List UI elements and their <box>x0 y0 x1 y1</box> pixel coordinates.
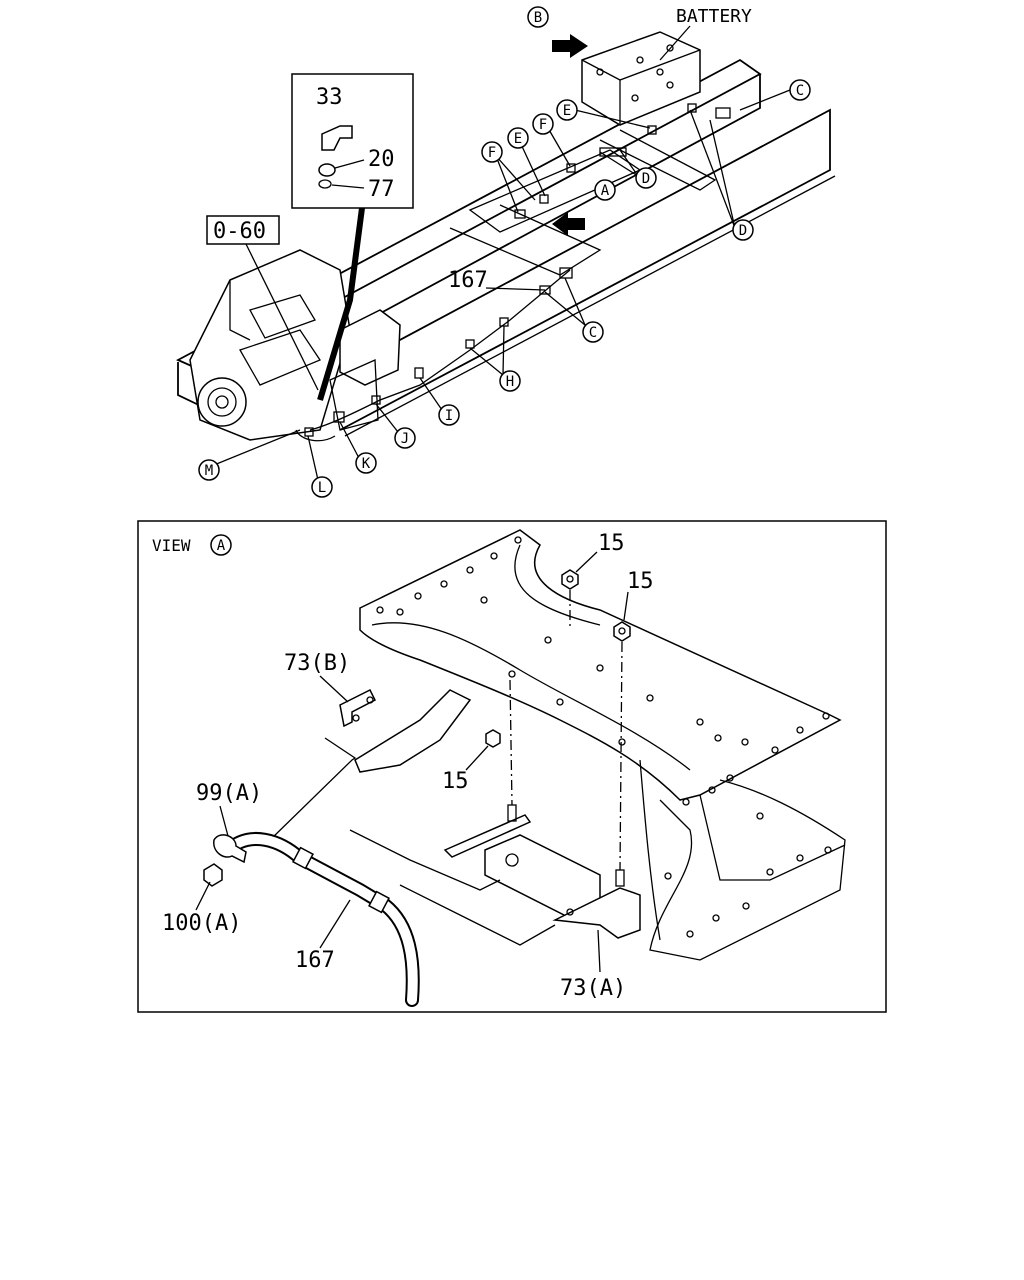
chassis-overview <box>175 31 836 481</box>
ref-box-label: 0-60 <box>213 219 266 244</box>
svg-text:M: M <box>205 463 213 479</box>
stud-icon <box>321 125 353 151</box>
view-label: VIEW <box>152 536 191 555</box>
part-167-view-label: 167 <box>295 948 335 973</box>
svg-text:C: C <box>796 83 804 99</box>
battery-label: BATTERY <box>676 6 752 27</box>
callout-i: I <box>438 404 460 426</box>
part-167-label: 167 <box>448 268 488 293</box>
svg-text:H: H <box>506 374 514 390</box>
leader-lines <box>213 89 791 481</box>
callout-j: J <box>394 427 416 449</box>
transmission-assembly <box>189 249 401 441</box>
svg-text:L: L <box>318 480 326 496</box>
washer-icon <box>318 179 332 189</box>
svg-text:E: E <box>563 103 571 119</box>
svg-text:J: J <box>401 431 409 447</box>
part-33-label: 33 <box>316 85 343 110</box>
callout-h: H <box>499 370 521 392</box>
callout-e-top: E <box>556 99 578 121</box>
part-77-label: 77 <box>368 177 395 202</box>
nut-15-c <box>485 729 501 748</box>
part-15-label-c: 15 <box>442 769 469 794</box>
callout-d-mid: D <box>635 167 657 189</box>
battery-box <box>581 31 701 126</box>
view-ref-letter: A <box>217 538 226 554</box>
part-73a-label: 73(A) <box>560 976 626 1001</box>
svg-text:F: F <box>488 145 496 161</box>
callout-c-bottom: C <box>582 321 604 343</box>
svg-text:C: C <box>589 325 597 341</box>
bracket-73a <box>443 804 641 939</box>
svg-text:E: E <box>514 131 522 147</box>
hose-167-route <box>309 269 571 431</box>
part-99a-label: 99(A) <box>196 781 262 806</box>
callout-c-top: C <box>789 79 811 101</box>
plug-100a <box>203 863 223 887</box>
cross-member <box>359 529 846 961</box>
svg-text:F: F <box>539 117 547 133</box>
arrow-icon <box>552 212 585 236</box>
svg-text:D: D <box>642 171 650 187</box>
nut-15-a <box>561 569 579 590</box>
svg-text:D: D <box>739 223 747 239</box>
fastener-inset: 33 20 77 <box>291 73 414 209</box>
svg-text:K: K <box>362 456 371 472</box>
nut-15-b <box>613 621 631 642</box>
hose-167 <box>221 832 420 1007</box>
callout-e: E <box>507 127 529 149</box>
callout-a: A <box>594 179 616 201</box>
callout-d-right: D <box>732 219 754 241</box>
part-20-label: 20 <box>368 147 395 172</box>
view-ref-callout <box>210 534 232 556</box>
fitting-99a <box>213 834 247 864</box>
svg-text:I: I <box>445 408 453 424</box>
callout-k: K <box>355 452 377 474</box>
part-15-label-a: 15 <box>598 531 625 556</box>
callout-l: L <box>311 476 333 498</box>
callout-b: B <box>527 6 549 28</box>
ref-box-0-60: 0-60 <box>206 215 280 245</box>
nut-icon <box>318 163 336 177</box>
bracket-73b <box>339 688 472 773</box>
callout-m: M <box>198 459 220 481</box>
callout-f: F <box>481 141 503 163</box>
svg-text:B: B <box>534 10 542 26</box>
callout-f-top: F <box>532 113 554 135</box>
arrow-icon <box>552 34 588 58</box>
view-a-panel: VIEW A <box>137 520 887 1013</box>
part-15-label-b: 15 <box>627 569 654 594</box>
part-100a-label: 100(A) <box>162 911 241 936</box>
part-73b-label: 73(B) <box>284 651 350 676</box>
svg-text:A: A <box>601 183 610 199</box>
